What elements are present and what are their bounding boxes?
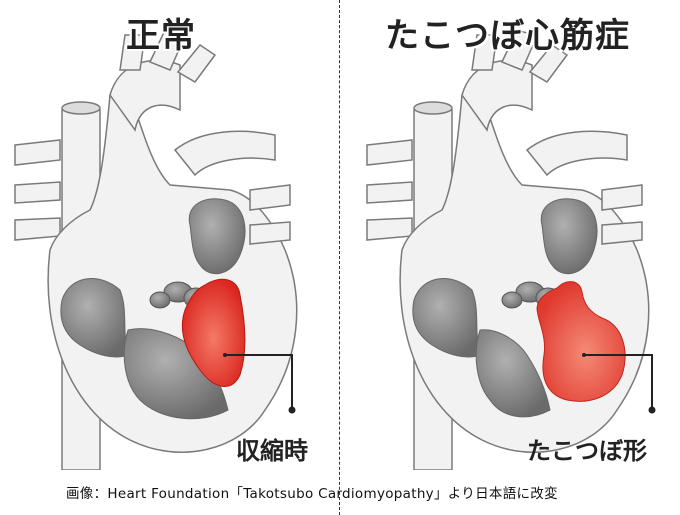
panel-divider xyxy=(339,0,340,515)
label-systole: 収縮時 xyxy=(236,437,308,465)
panel-title-normal: 正常 xyxy=(126,16,196,56)
takotsubo-heart-illustration xyxy=(366,29,656,470)
normal-heart-illustration xyxy=(14,29,298,470)
label-takotsubo-shape: たこつぼ形 xyxy=(527,437,647,465)
panel-title-takotsubo: たこつぼ心筋症 xyxy=(385,16,630,56)
image-source-caption: 画像：Heart Foundation「Takotsubo Cardiomyop… xyxy=(66,486,558,502)
